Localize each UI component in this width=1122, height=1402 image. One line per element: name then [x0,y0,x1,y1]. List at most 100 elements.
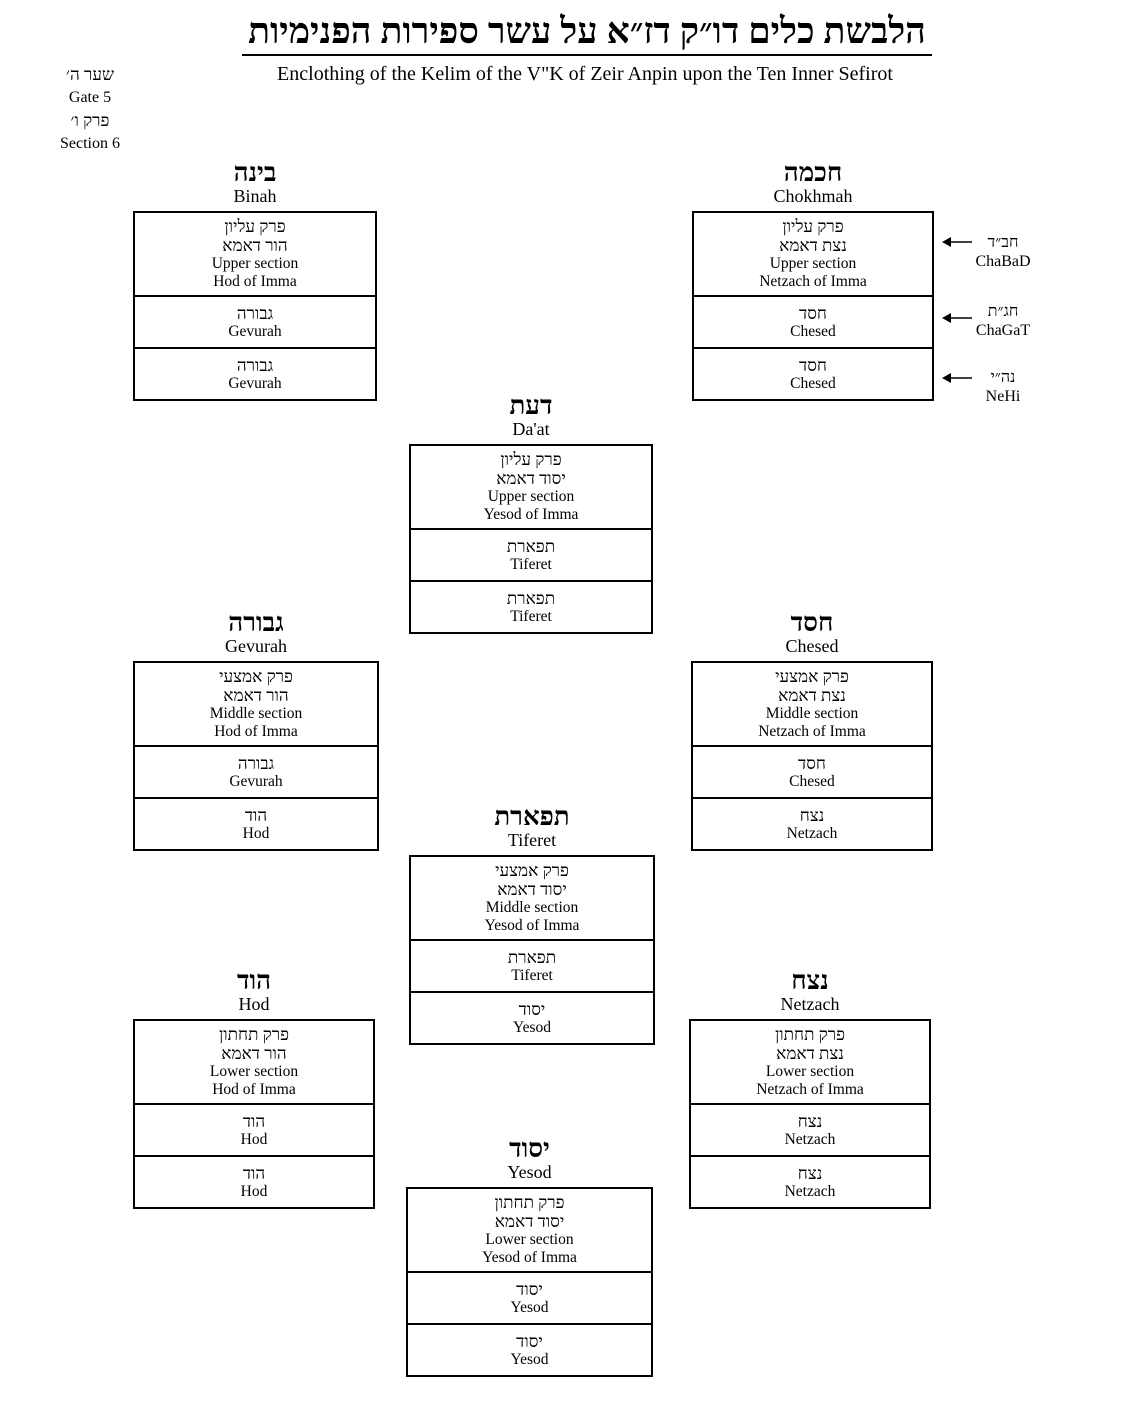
cell-hebrew: תפארת [507,948,557,967]
cell-hebrew: גבורה [236,356,274,375]
cell-english-line-1: Middle section [485,899,579,916]
cell-hebrew-line-1: פרק עליון [224,217,286,236]
section-english: Section 6 [60,135,120,152]
cell-english: Tiferet [511,967,553,984]
cell-hebrew: נצח [799,806,825,825]
cell-english: Netzach [784,1183,836,1200]
cell-hebrew: יסוד [518,1000,546,1019]
chabad-english: ChaBaD [975,253,1031,270]
cell-english-line-1: Lower section [485,1231,574,1248]
cell-hebrew-line-1: פרק אמצעי [775,667,849,686]
cell-english: Hod [242,825,270,842]
sefirah-name-english: Yesod [507,1162,552,1182]
cell-english: Netzach [784,1131,836,1148]
cell-hebrew-line-2: הור דאמא [223,686,289,705]
gate-hebrew: שער ה׳ [66,65,114,84]
cell-english: Chesed [789,773,835,790]
cell-hebrew-line-1: פרק אמצעי [219,667,293,686]
cell-english-line-2: Netzach of Imma [758,722,866,740]
cell-english-line-1: Upper section [487,488,575,505]
cell-hebrew: נצח [797,1164,823,1183]
sefirah-name-english: Hod [238,994,270,1014]
cell-hebrew-line-2: יסוד דאמא [497,880,567,899]
cell-hebrew-line-2: יסוד דאמא [496,469,566,488]
sefirah-name-hebrew: חסד [790,608,834,637]
cell-hebrew-line-1: פרק עליון [500,450,562,469]
sefirah-name-english: Chokhmah [773,186,853,206]
cell-english: Tiferet [510,608,552,625]
chabad-hebrew: חב״ד [987,234,1019,251]
cell-english-line-2: Yesod of Imma [482,1248,577,1266]
chagat-english: ChaGaT [975,322,1031,339]
cell-hebrew: תפארת [506,589,556,608]
cell-hebrew-line-1: פרק תחתון [218,1025,290,1044]
cell-english: Netzach [786,825,838,842]
sefirah-name-hebrew: חכמה [783,158,843,187]
gate-section-label: שער ה׳ Gate 5 פרק ו׳ Section 6 [45,63,135,155]
cell-english-line-1: Upper section [769,255,857,272]
cell-hebrew: יסוד [516,1332,543,1351]
nehi-english: NeHi [985,388,1021,405]
cell-english: Yesod [510,1351,549,1368]
cell-english: Hod [240,1183,268,1200]
cell-english-line-2: Hod of Imma [214,722,298,740]
cell-english: Yesod [510,1299,549,1316]
sefirah-name-hebrew: נצח [791,966,829,995]
cell-hebrew: חסד [798,754,826,773]
cell-english-line-1: Middle section [209,705,303,722]
cell-english-line-2: Yesod of Imma [483,505,579,523]
cell-hebrew-line-1: פרק תחתון [774,1025,846,1044]
sefirah-name-hebrew: הוד [236,966,272,995]
cell-hebrew-line-2: הור דאמא [222,236,288,255]
diagram-title-hebrew: הלבשת כלים דו״ק דז״א על עשר ספירות הפנימ… [242,10,932,56]
cell-english-line-1: Lower section [209,1063,299,1080]
cell-english: Gevurah [229,773,283,790]
cell-hebrew-line-1: פרק אמצעי [495,861,569,880]
cell-english: Gevurah [228,375,282,392]
cell-english: Chesed [790,375,836,392]
gate-english: Gate 5 [68,89,112,106]
cell-hebrew-line-2: יסוד דאמא [494,1212,565,1231]
cell-english-line-2: Hod of Imma [213,272,297,290]
sefirah-name-hebrew: תפארת [494,802,570,831]
cell-english-line-2: Netzach of Imma [756,1080,864,1098]
arrow-left-icon [942,373,972,383]
cell-hebrew: הוד [242,1164,266,1183]
cell-hebrew-line-1: פרק תחתון [494,1193,565,1212]
cell-english-line-2: Yesod of Imma [484,916,580,934]
